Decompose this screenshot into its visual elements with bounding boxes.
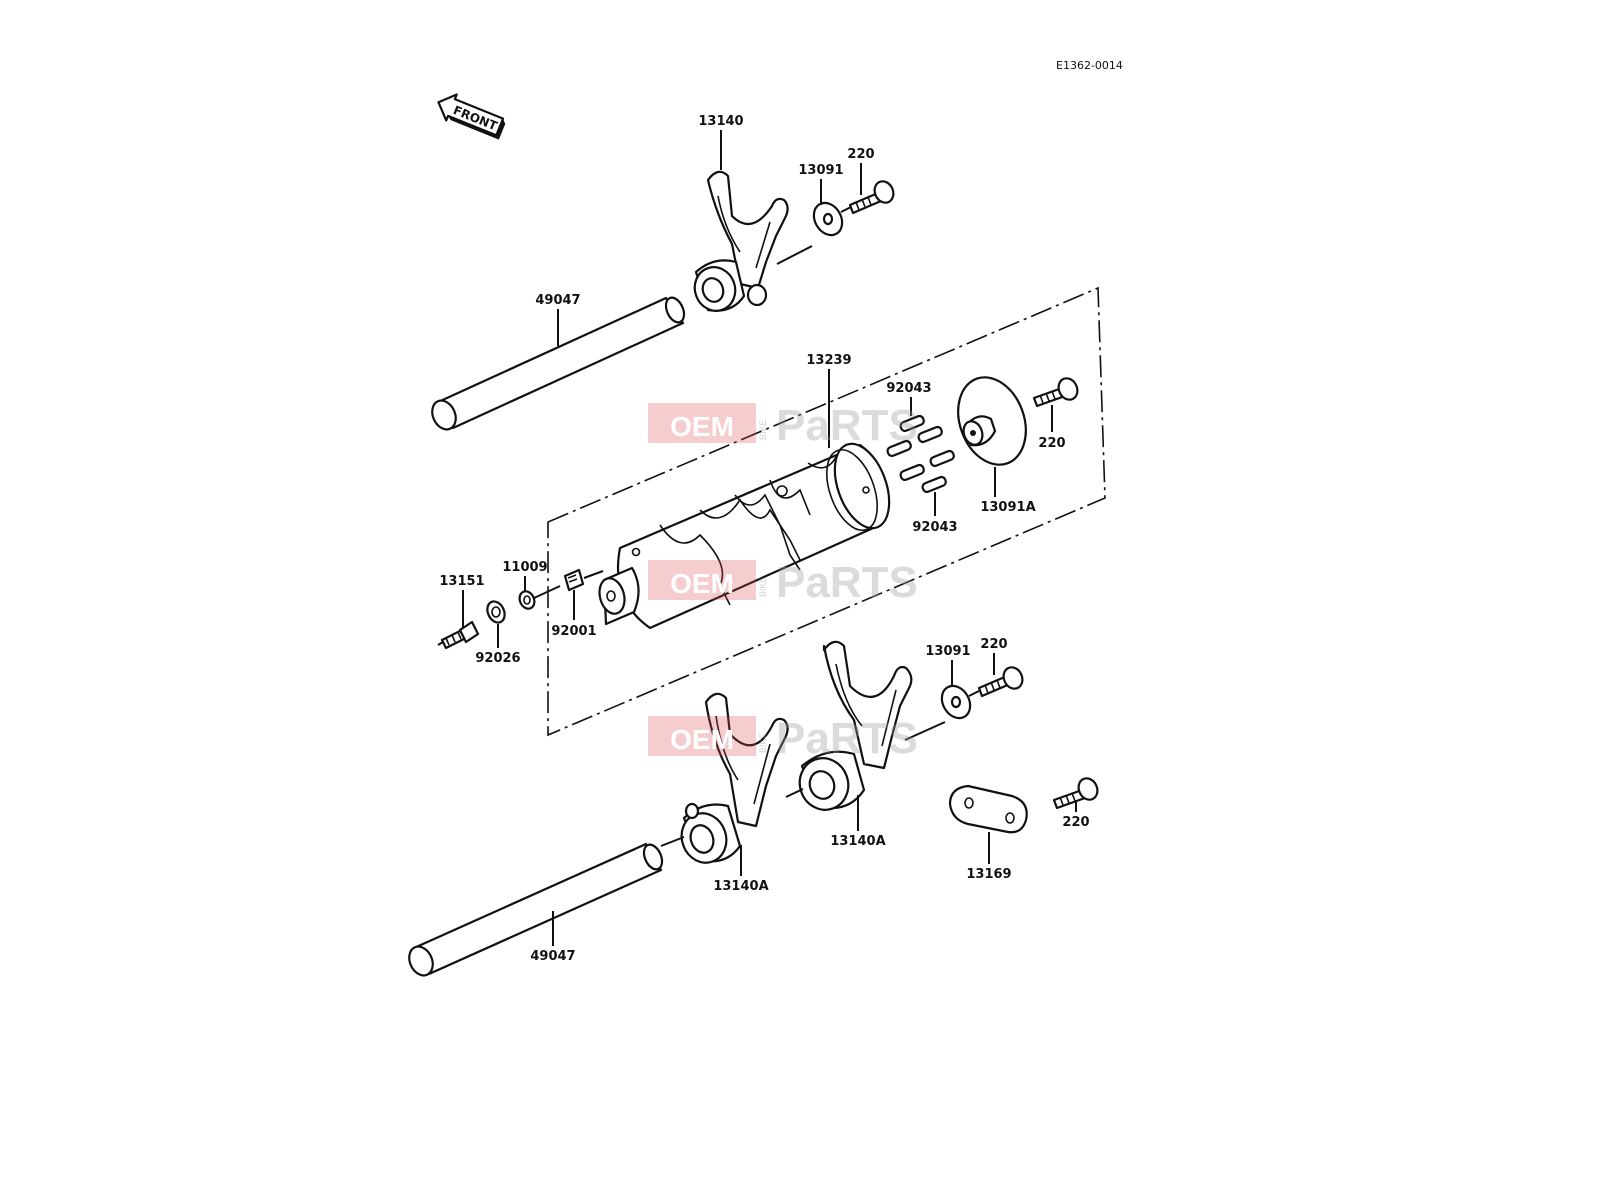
front-arrow-icon: FRONT: [437, 93, 506, 140]
svg-text:PaRTS: PaRTS: [776, 714, 918, 763]
shift-fork-top: [693, 170, 789, 312]
svg-text:BIKE: BIKE: [758, 576, 768, 597]
label-drum-plate: 13091A: [980, 500, 1035, 515]
shift-drum: [598, 442, 891, 630]
label-bolt-bottom: 220: [980, 637, 1007, 652]
label-washer-top: 13091: [798, 163, 843, 178]
washer-bottom: [940, 684, 972, 720]
label-bolt-drum: 220: [1038, 436, 1065, 451]
svg-text:OEM: OEM: [670, 568, 734, 599]
svg-text:OEM: OEM: [670, 724, 734, 755]
watermark-3: OEM BIKE PaRTS: [648, 714, 918, 763]
diagram-code: E1362-0014: [1056, 59, 1123, 72]
bolt-stopper: [1052, 777, 1099, 810]
gasket-inner: [518, 590, 536, 610]
label-bolt-stopper: 220: [1062, 815, 1089, 830]
bolt-drum: [1032, 377, 1079, 408]
bolt-bottom: [977, 666, 1024, 698]
label-drum: 13239: [806, 353, 851, 368]
drum-pins: [886, 414, 955, 494]
label-switch: 13151: [439, 574, 484, 589]
svg-text:PaRTS: PaRTS: [776, 401, 918, 450]
label-gasket-inner: 11009: [502, 560, 547, 575]
shift-fork-bottom-right: [798, 640, 913, 811]
svg-text:BIKE: BIKE: [758, 419, 768, 440]
label-pins-upper: 92043: [886, 381, 931, 396]
label-fork-bottom-right: 13140A: [830, 834, 885, 849]
svg-text:BIKE: BIKE: [758, 732, 768, 753]
drum-assembly-outline: [547, 286, 1106, 737]
label-pins-lower: 92043: [912, 520, 957, 535]
stopper-plate: [948, 784, 1028, 834]
label-drum-bolt-small: 92001: [551, 624, 596, 639]
label-shaft-top: 49047: [535, 293, 580, 308]
gasket-outer: [486, 600, 506, 624]
shift-fork-bottom-left: [680, 692, 789, 864]
washer-top: [812, 201, 844, 237]
label-gasket-outer: 92026: [475, 651, 520, 666]
bolt-top: [848, 180, 895, 215]
label-shaft-bottom: 49047: [530, 949, 575, 964]
label-stopper-plate: 13169: [966, 867, 1011, 882]
svg-text:OEM: OEM: [670, 411, 734, 442]
neutral-switch: [437, 620, 480, 650]
shaft-bottom: [408, 842, 664, 977]
label-washer-bottom: 13091: [925, 644, 970, 659]
watermark-1: OEM BIKE PaRTS: [648, 401, 918, 450]
label-fork-top: 13140: [698, 114, 743, 129]
label-bolt-top: 220: [847, 147, 874, 162]
drum-bolt-small: [563, 568, 585, 592]
svg-text:PaRTS: PaRTS: [776, 558, 918, 607]
watermark-2: OEM BIKE PaRTS: [648, 558, 918, 607]
drum-end-plate: [957, 376, 1027, 466]
shaft-top: [431, 296, 686, 431]
label-fork-bottom-left: 13140A: [713, 879, 768, 894]
